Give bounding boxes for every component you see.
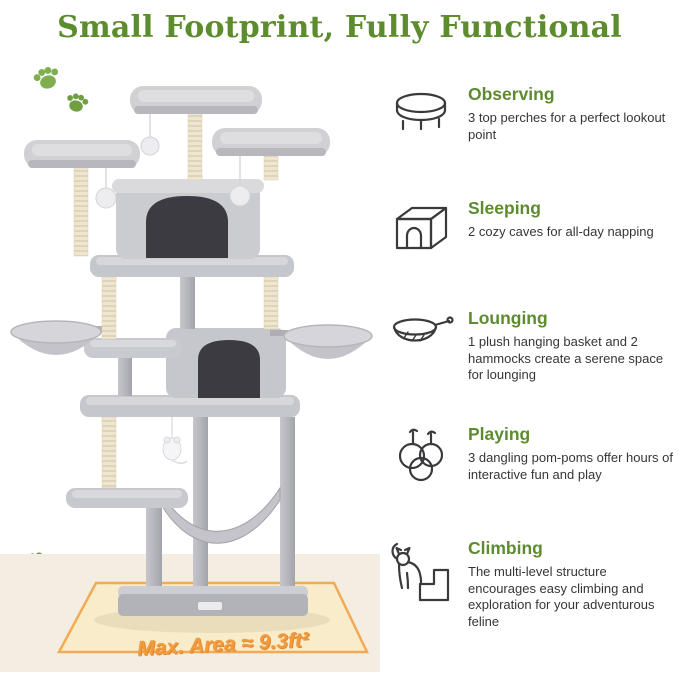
- scratching-posts-lower: [101, 416, 295, 586]
- feature-item-climbing: Climbing The multi-level structure encou…: [384, 538, 674, 631]
- pom-poms: [95, 114, 251, 209]
- cat-cave-top: [112, 179, 264, 259]
- feature-item-lounging: Lounging 1 plush hanging basket and 2 ha…: [384, 308, 674, 384]
- cave-icon: [384, 198, 460, 254]
- top-perch-right: [212, 128, 330, 156]
- scratching-posts-mid: [101, 276, 279, 340]
- feature-item-sleeping: Sleeping 2 cozy caves for all-day nappin…: [384, 198, 674, 254]
- climbing-cat-icon: [384, 538, 460, 631]
- feature-label: Playing: [468, 424, 531, 444]
- feature-label: Sleeping: [468, 198, 541, 218]
- mouse-toy: [162, 417, 188, 464]
- feature-description: 1 plush hanging basket and 2 hammocks cr…: [468, 334, 664, 383]
- feature-item-playing: Playing 3 dangling pom-poms offer hours …: [384, 424, 674, 484]
- hanging-basket-right: [270, 324, 373, 359]
- feature-label: Observing: [468, 84, 555, 104]
- page-title: Small Footprint, Fully Functional: [57, 10, 622, 45]
- cat-tree-photo: [0, 86, 380, 672]
- lower-platform: [66, 488, 188, 508]
- pom-pom-icon: [384, 424, 460, 484]
- small-platform: [84, 338, 182, 396]
- hammock: [161, 486, 281, 544]
- feature-description: 2 cozy caves for all-day napping: [468, 224, 654, 239]
- cat-cave-lower: [166, 328, 286, 398]
- paw-prints-icon: [33, 67, 89, 112]
- top-perch-left: [24, 140, 140, 168]
- feature-description: The multi-level structure encourages eas…: [468, 564, 655, 629]
- perch-icon: [384, 84, 460, 143]
- hanging-basket-icon: [384, 308, 460, 384]
- tree-base: [118, 586, 308, 616]
- feature-label: Lounging: [468, 308, 548, 328]
- perch-posts: [73, 111, 279, 257]
- feature-label: Climbing: [468, 538, 543, 558]
- feature-item-observing: Observing 3 top perches for a perfect lo…: [384, 84, 674, 143]
- feature-description: 3 top perches for a perfect lookout poin…: [468, 110, 666, 142]
- hanging-basket-left: [10, 320, 104, 355]
- top-perch-center: [130, 86, 262, 114]
- middle-platform: [80, 395, 300, 417]
- feature-description: 3 dangling pom-poms offer hours of inter…: [468, 450, 673, 482]
